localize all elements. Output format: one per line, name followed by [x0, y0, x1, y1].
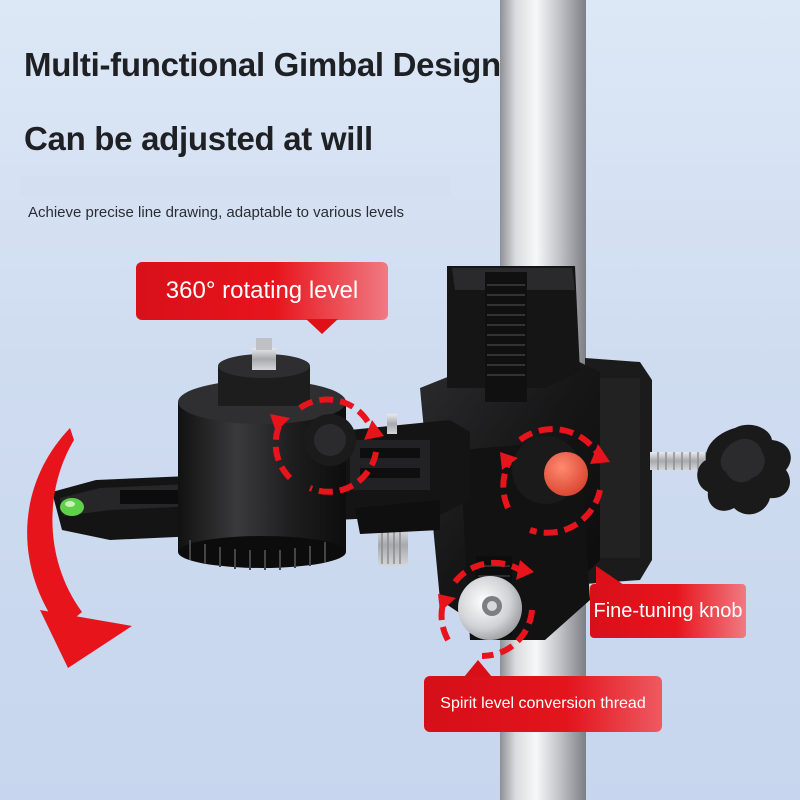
large-curved-arrow — [27, 428, 132, 668]
clamp-screw — [650, 424, 791, 515]
callout-spirit-level-thread: Spirit level conversion thread — [424, 660, 662, 732]
headline-line-1: Multi-functional Gimbal Design — [24, 46, 501, 83]
pole-clamp — [420, 266, 652, 640]
headline-line-2: Can be adjusted at will — [24, 120, 373, 157]
callout-fine-tuning-knob: Fine-tuning knob — [590, 566, 746, 638]
rotating-head — [178, 338, 346, 570]
rotation-arrow-head — [272, 396, 379, 495]
horizontal-arm — [330, 414, 470, 566]
subtitle: Achieve precise line drawing, adaptable … — [28, 204, 405, 221]
rotation-arrow-fine — [438, 559, 535, 660]
rotation-knob — [304, 414, 356, 466]
callout-rotating-level: 360° rotating level — [136, 262, 388, 334]
fine-tuning-knob — [458, 576, 522, 640]
arrowheads — [270, 414, 610, 612]
bubble-vial — [60, 498, 84, 516]
bubble-highlight — [65, 501, 75, 507]
tilt-knob-orange — [512, 436, 588, 504]
